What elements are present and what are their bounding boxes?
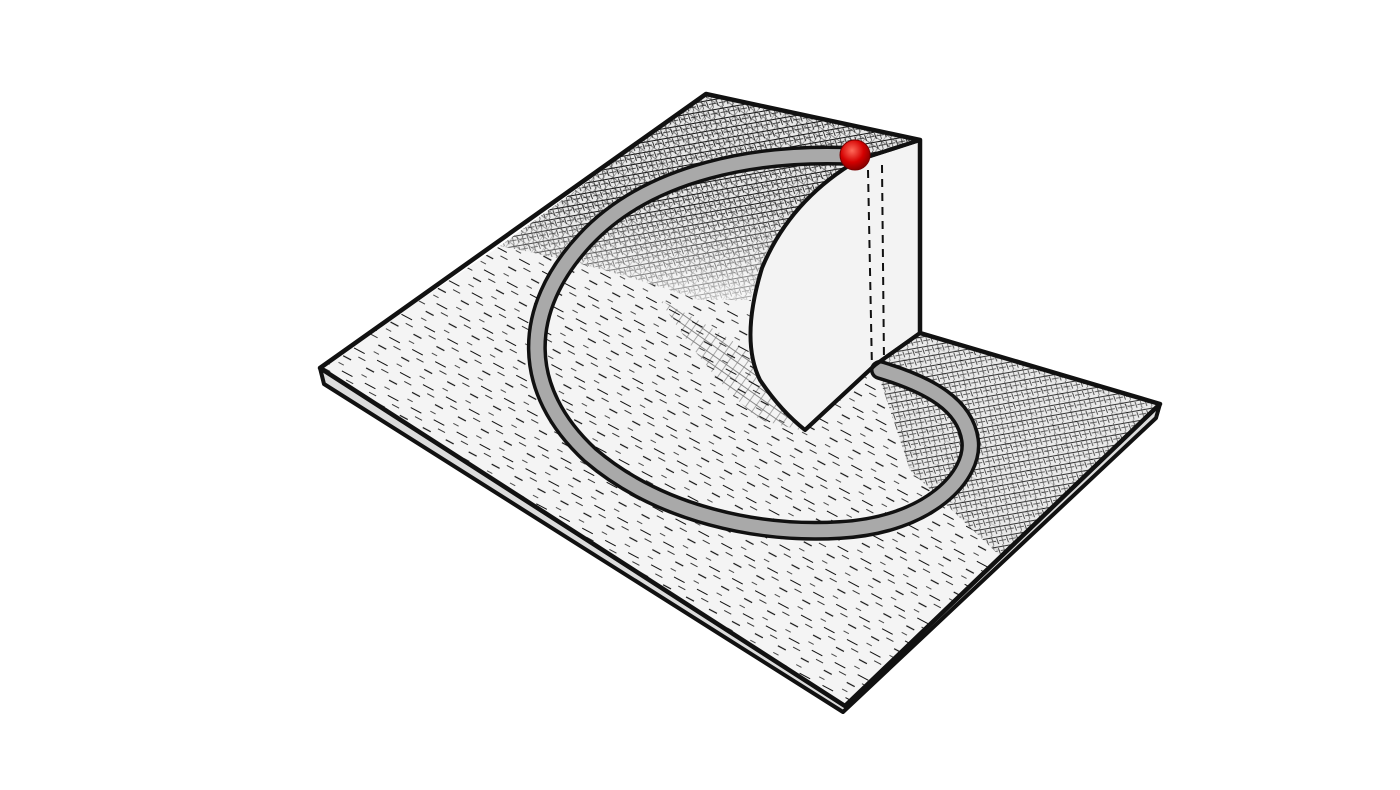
- wall-dashed-guide-2: [881, 164, 885, 363]
- loop-track-fill: [530, 149, 977, 538]
- ramp-fade: [500, 94, 920, 300]
- curved-wall: [748, 138, 922, 432]
- red-ball-icon: [839, 139, 871, 171]
- wall-dashed-guide-1: [867, 169, 873, 371]
- wall-bottom-edge: [803, 331, 922, 432]
- wall-base-shading: [660, 300, 800, 430]
